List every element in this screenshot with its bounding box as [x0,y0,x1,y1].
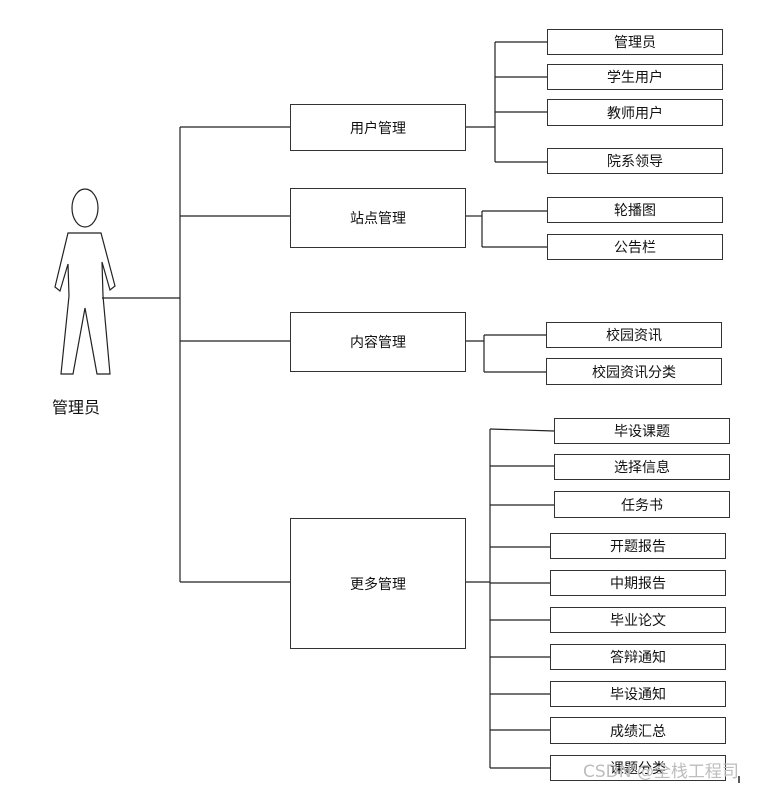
leaf-campus-news: 校园资讯 [546,322,722,348]
leaf-department-leader: 院系领导 [547,148,723,174]
module-content-management: 内容管理 [290,312,466,372]
leaf-bulletin-board: 公告栏 [547,234,723,260]
module-user-management: 用户管理 [290,104,466,151]
leaf-midterm-report: 中期报告 [550,570,726,596]
watermark: CSDN @全栈工程司 [583,762,739,782]
leaf-assignment-book: 任务书 [554,491,730,518]
leaf-topic-category: 课题分类 [550,755,726,781]
leaf-grade-summary: 成绩汇总 [550,717,726,744]
leaf-teacher-user: 教师用户 [547,99,723,126]
leaf-project-notice: 毕设通知 [550,681,726,707]
leaf-admin: 管理员 [547,29,723,55]
actor-figure [54,188,116,375]
actor-label: 管理员 [51,398,100,417]
leaf-defense-notice: 答辩通知 [550,644,726,670]
leaf-proposal-report: 开题报告 [550,533,726,559]
leaf-student-user: 学生用户 [547,64,723,90]
leaf-selection-info: 选择信息 [554,454,730,480]
leaf-campus-news-category: 校园资讯分类 [546,358,722,385]
leaf-carousel: 轮播图 [547,197,723,223]
leaf-graduation-thesis: 毕业论文 [550,607,726,633]
module-more-management: 更多管理 [290,518,466,649]
module-site-management: 站点管理 [290,188,466,248]
leaf-thesis-topic: 毕设课题 [554,418,730,444]
